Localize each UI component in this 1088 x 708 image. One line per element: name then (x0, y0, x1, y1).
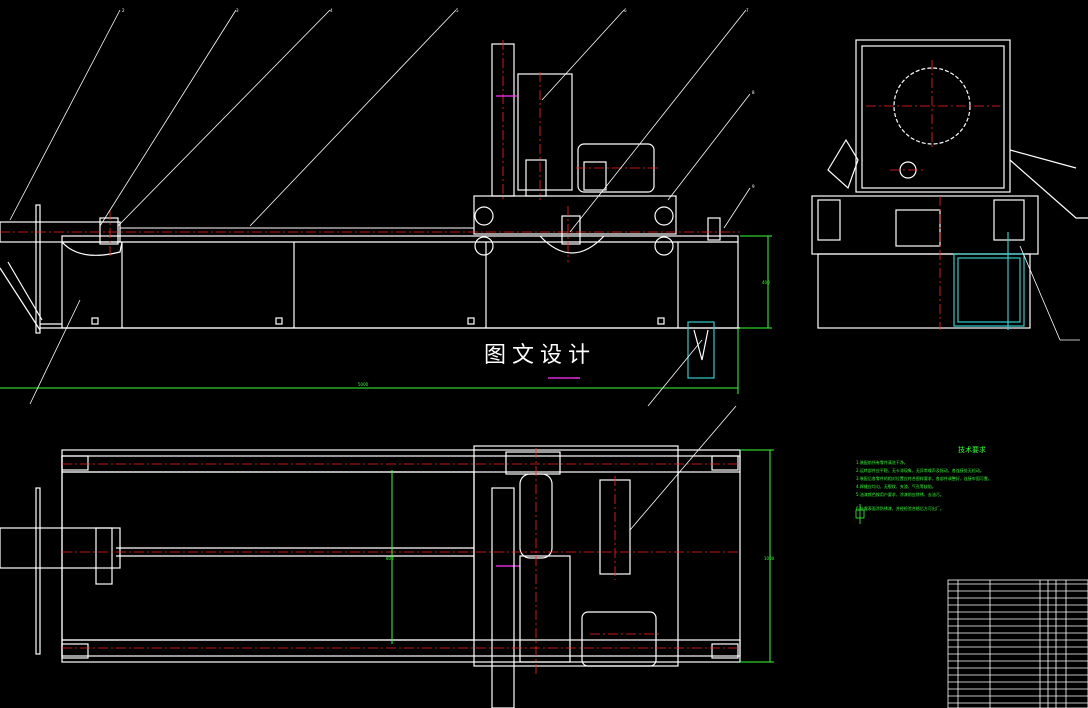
side-elevation-view (811, 39, 1088, 329)
side-leaders (1019, 245, 1080, 341)
note-line-6: 6.外露表面涂防锈漆，并经检验合格后方可出厂。 (856, 505, 944, 511)
note-line-5: 5.油漆颜色按用户要求，涂漆前应除锈、去油污。 (856, 491, 944, 497)
parts-list-table (947, 579, 1088, 708)
front-dimensions (0, 235, 772, 394)
dim-plan-width: 1000 (764, 556, 775, 561)
note-line-4: 4.焊缝应均匀，无裂纹、夹渣、气孔等缺陷。 (856, 483, 936, 489)
callout-2: 2 (122, 8, 125, 13)
dim-overall-length: 5000 (358, 382, 369, 387)
note-line-2: 2.运转部件应平稳，无卡滞现象，无异常噪声及振动，各连接处无松动。 (856, 467, 984, 473)
plan-dimensions (391, 449, 774, 663)
front-elevation-view (0, 43, 740, 379)
watermark-text: 图文设计 (484, 343, 596, 368)
callout-6: 6 (624, 8, 627, 13)
side-centerlines (866, 60, 1000, 330)
front-centerlines (0, 40, 740, 262)
callout-3: 3 (236, 8, 239, 13)
plan-leaders (629, 405, 737, 531)
callout-5: 5 (456, 8, 459, 13)
dim-inner-width: 800 (386, 556, 394, 561)
leader-lines-top (9, 9, 751, 407)
plan-centerlines (62, 448, 740, 676)
notes-title: 技术要求 (958, 445, 986, 454)
callout-8: 8 (752, 90, 755, 95)
technical-notes: 技术要求 1.装配前所有零件清洗干净。 2.运转部件应平稳，无卡滞现象，无异常噪… (855, 445, 992, 524)
callout-4: 4 (330, 8, 333, 13)
magenta-markers (496, 95, 580, 567)
plan-view (0, 445, 741, 708)
note-line-1: 1.装配前所有零件清洗干净。 (856, 459, 908, 465)
callout-7: 7 (746, 8, 749, 13)
dim-right-height: 400 (762, 280, 770, 285)
callout-9: 9 (752, 184, 755, 189)
side-hidden-lines (953, 232, 1025, 330)
note-line-3: 3.装配后各零件的相对位置应符合图样要求，各部件调整好，连接牢固可靠。 (856, 475, 992, 481)
